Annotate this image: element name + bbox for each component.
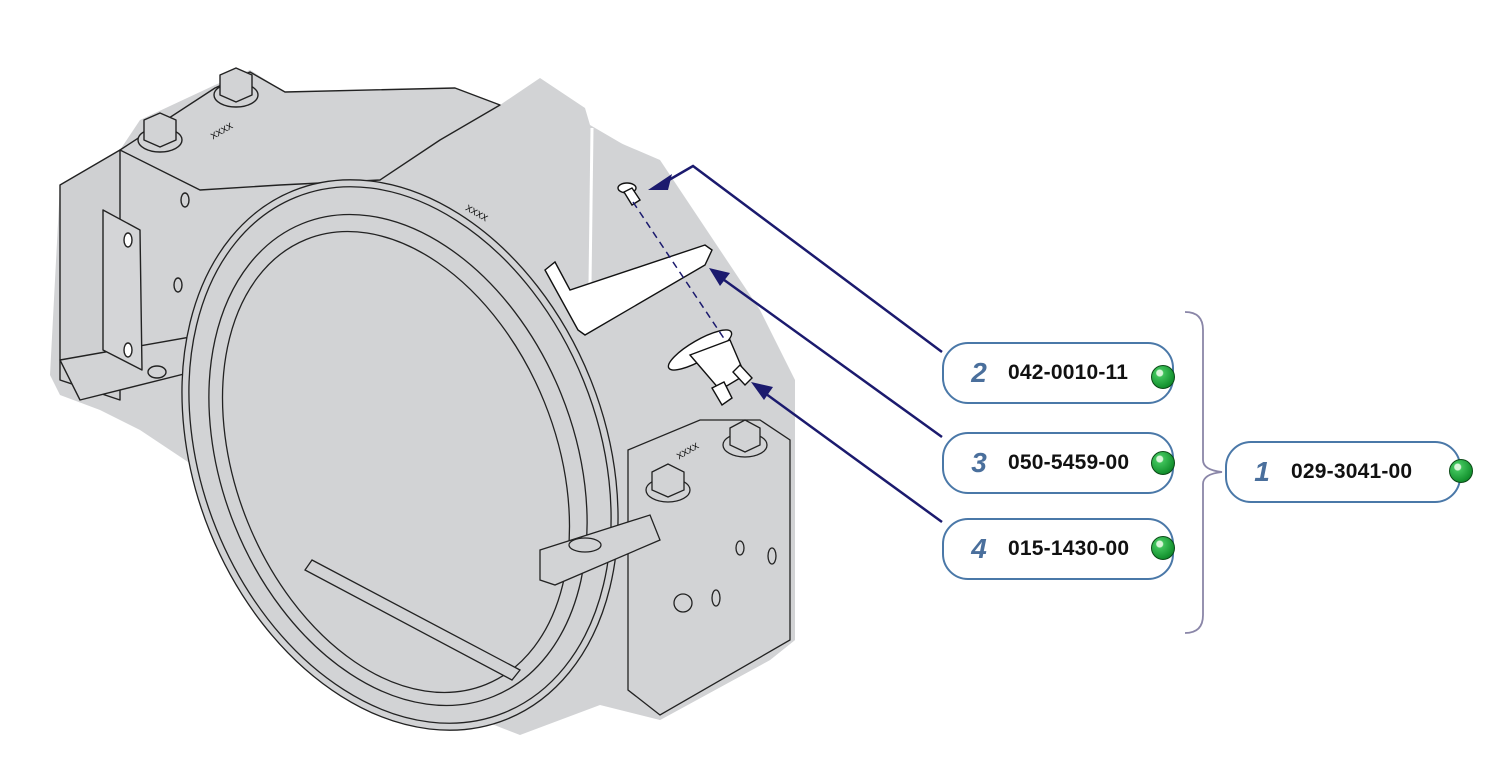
callout-number: 3 — [971, 447, 987, 478]
part-number: 015-1430-00 — [1008, 537, 1130, 560]
callout-2[interactable]: 2 042-0010-11 — [942, 342, 1174, 404]
indicator-ball-icon[interactable] — [1151, 365, 1175, 389]
part-number: 042-0010-11 — [1008, 361, 1129, 384]
highlight-line — [588, 127, 594, 286]
callout-3[interactable]: 3 050-5459-00 — [942, 432, 1174, 494]
callout-4[interactable]: 4 015-1430-00 — [942, 518, 1174, 580]
thermostat-part — [667, 329, 753, 407]
rivet-part — [617, 182, 641, 206]
exploded-parts — [544, 182, 753, 407]
callout-number: 2 — [971, 357, 987, 388]
bracket-part — [544, 244, 713, 336]
leader-lines — [661, 164, 943, 524]
callout-assembly-1[interactable]: 1 029-3041-00 — [1225, 441, 1461, 503]
part-number: 029-3041-00 — [1291, 460, 1413, 483]
grouping-brace — [1184, 311, 1223, 634]
callout-number: 1 — [1254, 456, 1270, 487]
door-flange — [181, 179, 619, 731]
right-mount-block — [539, 419, 791, 716]
callout-number: 4 — [971, 533, 987, 564]
indicator-ball-icon[interactable] — [1151, 451, 1175, 475]
indicator-ball-icon[interactable] — [1449, 459, 1473, 483]
arrowheads — [648, 174, 773, 400]
part-number: 050-5459-00 — [1008, 451, 1130, 474]
indicator-ball-icon[interactable] — [1151, 536, 1175, 560]
